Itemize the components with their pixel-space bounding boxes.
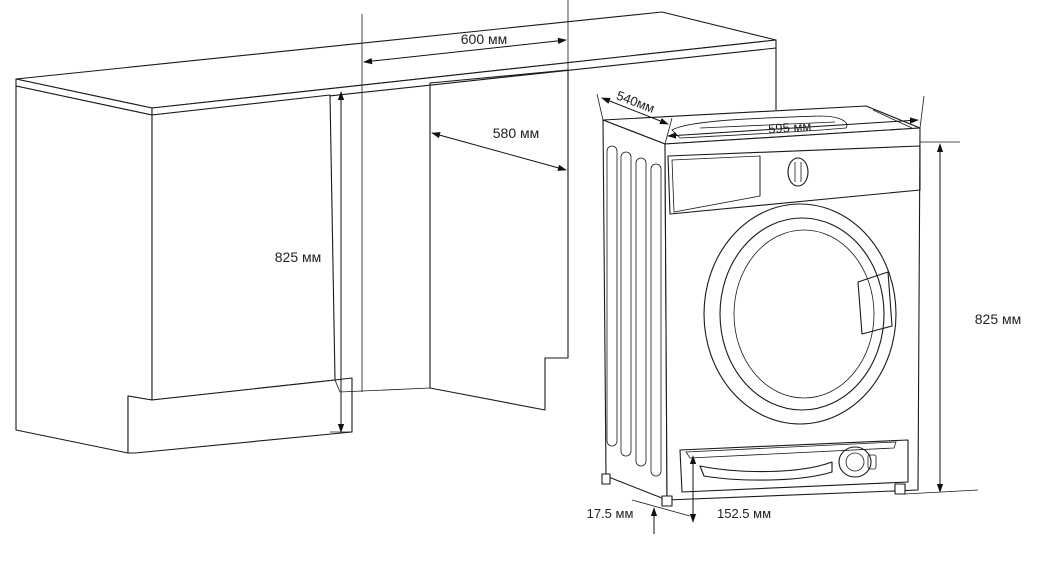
service-panel-groove — [699, 461, 833, 481]
niche-width-label: 600 мм — [461, 31, 508, 47]
niche-depth-arrow — [431, 132, 567, 171]
side-rib-2 — [620, 151, 632, 457]
washing-machine — [601, 105, 921, 507]
cabinet-plinth — [127, 377, 353, 454]
door-handle — [857, 271, 893, 335]
foot-height-ext — [631, 499, 691, 517]
machine-foot-front-right — [894, 483, 906, 495]
door-inner-ring — [719, 217, 885, 411]
cabinet-front-panel — [151, 94, 336, 401]
niche-back-wall — [429, 69, 569, 411]
machine-height-label: 825 мм — [975, 311, 1022, 327]
side-rib-1 — [606, 145, 618, 447]
drain-filter-cap — [845, 452, 865, 472]
kitchen-cabinet — [15, 0, 777, 454]
plinth-height-label: 152.5 мм — [717, 506, 771, 521]
side-rib-3 — [635, 157, 647, 467]
service-panel — [679, 439, 909, 493]
drain-filter-icon — [838, 446, 872, 478]
machine-foot-front-left — [661, 495, 673, 507]
machine-depth-arrow — [601, 97, 669, 125]
service-panel-lip — [685, 441, 897, 459]
side-rib-4 — [650, 163, 662, 477]
control-panel — [667, 145, 921, 215]
program-knob-icon — [787, 157, 809, 187]
niche-width-arrow — [363, 37, 567, 65]
niche-depth-label: 580 мм — [493, 125, 540, 141]
machine-width-arrow — [667, 117, 919, 139]
door-outer-ring — [703, 203, 897, 425]
door-glass — [733, 229, 875, 399]
machine-side-panel — [602, 119, 668, 501]
niche-height-label: 825 мм — [275, 249, 322, 265]
machine-foot-back-left — [601, 473, 611, 485]
drain-hose-stub — [867, 454, 877, 470]
machine-width-label: 595 мм — [768, 119, 812, 137]
foot-height-label: 17.5 мм — [587, 506, 634, 521]
machine-width-ext-right — [919, 95, 925, 129]
